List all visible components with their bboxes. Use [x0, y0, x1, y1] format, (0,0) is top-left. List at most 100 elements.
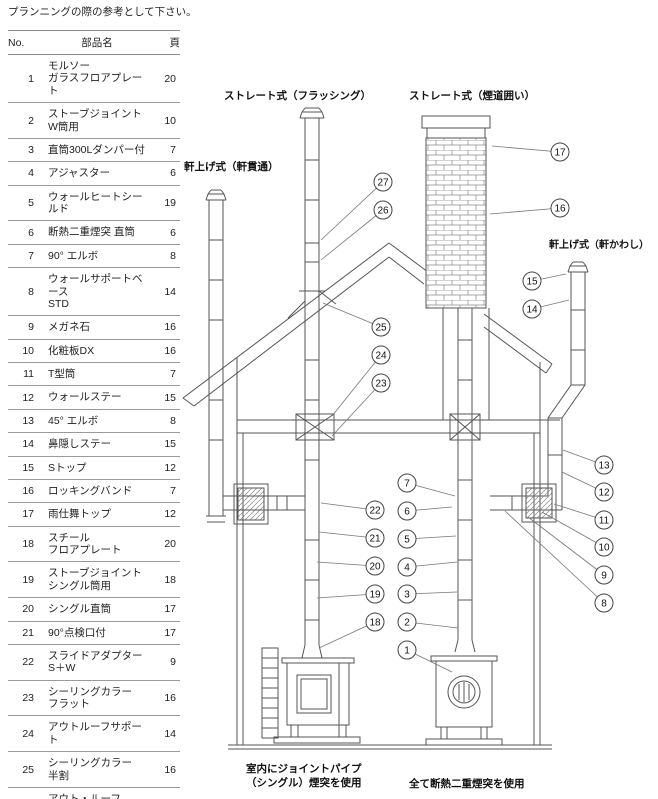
part-page: 8	[154, 409, 180, 434]
callout-16	[550, 198, 570, 218]
callout-leader-27	[320, 181, 384, 241]
part-name: シーリングカラー 半割	[40, 751, 154, 788]
callout-number-15: 15	[526, 277, 538, 288]
part-page: 17	[154, 621, 180, 645]
callout-24	[371, 345, 391, 365]
part-no: 7	[8, 244, 40, 269]
part-name: シーリングカラー フラット	[40, 680, 154, 717]
part-name: ウォールサポートベース STD	[40, 267, 154, 317]
part-no: 22	[8, 644, 40, 681]
part-name: ストーブジョイント シングル筒用	[40, 561, 154, 599]
part-name: アジャスター	[40, 161, 154, 186]
part-page: 17	[154, 597, 180, 622]
stove-right	[425, 655, 503, 746]
label-bottom-left-line2: （シングル）煙突を使用	[246, 777, 362, 790]
callout-leader-19	[316, 593, 376, 599]
part-page: 15	[154, 385, 180, 410]
installation-diagram: 1727162615142524231312111098765432122212…	[182, 107, 614, 750]
callout-3	[397, 584, 417, 604]
callout-22	[365, 500, 385, 520]
part-page: 19	[154, 185, 180, 222]
callout-6	[397, 501, 417, 521]
part-page: 20	[154, 54, 180, 104]
part-name: 断熱二重煙突 直筒	[40, 220, 154, 245]
callout-20	[365, 556, 385, 576]
part-name: 90° エルボ	[40, 244, 154, 269]
part-name: スチール フロアプレート	[40, 526, 154, 563]
part-no: 15	[8, 456, 40, 480]
part-no: 6	[8, 220, 40, 245]
label-straight-flashing: ストレート式（フラッシング）	[224, 90, 371, 102]
part-name: ウォールステー	[40, 385, 154, 410]
part-page: 8	[154, 244, 180, 269]
part-page: 6	[154, 220, 180, 245]
house-structure	[182, 242, 560, 750]
callout-14	[522, 299, 542, 319]
part-name: 45° エルボ	[40, 409, 154, 434]
col-header-no: No.	[8, 30, 40, 55]
part-name: 直筒300Lダンパー付	[40, 138, 154, 163]
part-page: 7	[154, 362, 180, 387]
part-name: T型筒	[40, 362, 154, 387]
part-no: 5	[8, 185, 40, 222]
callout-11	[594, 510, 614, 530]
part-page: 14	[154, 715, 180, 753]
part-name: 90°点検口付	[40, 621, 154, 645]
callout-number-14: 14	[526, 305, 538, 316]
part-name: 鼻隠しステー	[40, 432, 154, 457]
part-name: ウォールヒートシールド	[40, 185, 154, 222]
part-name: ストーブジョイント W筒用	[40, 102, 154, 139]
callout-number-25: 25	[375, 323, 387, 334]
callout-number-2: 2	[404, 618, 410, 629]
callout-leader-18	[318, 621, 376, 649]
callout-2	[397, 612, 417, 632]
part-no: 9	[8, 315, 40, 340]
part-name: モルソー ガラスフロアプレート	[40, 54, 154, 104]
callout-13	[594, 455, 614, 475]
col-header-page: 頁	[154, 30, 180, 55]
part-name: ロッキングバンド	[40, 479, 154, 504]
label-bottom-left-line1: 室内にジョイントパイプ	[246, 763, 362, 775]
chimney-enclosure-type	[421, 115, 491, 653]
chimney-eave-around	[490, 261, 589, 523]
label-bottom-right: 全て断熱二重煙突を使用	[409, 778, 525, 790]
callout-5	[397, 529, 417, 549]
callout-number-8: 8	[601, 599, 607, 610]
callout-leader-16	[489, 207, 561, 215]
part-page: 14	[154, 267, 180, 317]
callout-8	[594, 593, 614, 613]
part-no: 17	[8, 502, 40, 527]
callout-number-27: 27	[377, 178, 389, 189]
part-page: 18	[154, 561, 180, 599]
callout-number-24: 24	[375, 351, 387, 362]
part-no: 10	[8, 339, 40, 364]
callout-27	[373, 172, 393, 192]
callout-number-26: 26	[377, 206, 389, 217]
part-name: 雨仕舞トップ	[40, 502, 154, 527]
intro-text: プランニングの際の参考として下さい。	[8, 6, 197, 18]
part-page: 16	[154, 315, 180, 340]
part-page: 20	[154, 526, 180, 563]
part-page: 10	[154, 102, 180, 139]
part-no: 16	[8, 479, 40, 504]
callout-21	[365, 528, 385, 548]
part-name: シングル直筒	[40, 597, 154, 622]
part-name: メガネ石	[40, 315, 154, 340]
part-no: 19	[8, 561, 40, 599]
part-page: 14	[154, 787, 180, 799]
callout-10	[594, 537, 614, 557]
callout-number-3: 3	[404, 590, 410, 601]
part-no: 2	[8, 102, 40, 139]
